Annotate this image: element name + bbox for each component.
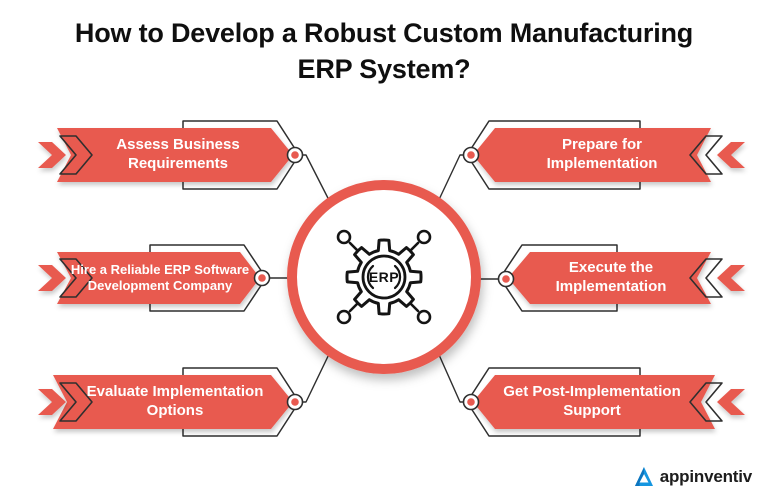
chevron-solid-left-3 xyxy=(38,389,66,415)
connector-line-bottom-left xyxy=(294,347,333,403)
chevron-outline-left-3 xyxy=(59,382,93,422)
ribbon-right-2 xyxy=(508,252,711,304)
chevron-solid-left-2 xyxy=(38,265,66,291)
connector-node-right-1 xyxy=(462,146,480,164)
appinventiv-logo: appinventiv xyxy=(633,466,752,487)
step-label-evaluate-options: Evaluate Implementation Options xyxy=(86,383,264,419)
icon-node-bottom-left xyxy=(336,309,352,325)
ribbon-left-1 xyxy=(57,128,293,182)
chevron-outline-right-1 xyxy=(689,135,723,175)
icon-node-top-right xyxy=(416,229,432,245)
erp-center-label: ERP xyxy=(368,269,400,285)
chevron-outline-left-1 xyxy=(59,135,93,175)
page-title-line-2: ERP System? xyxy=(297,53,471,84)
step-label-prepare-implementation: Prepare for Implementation xyxy=(546,136,658,172)
chevron-solid-right-1 xyxy=(717,142,745,168)
ribbon-left-3 xyxy=(53,375,293,429)
connector-line-bottom-right xyxy=(435,347,472,403)
ribbon-right-1 xyxy=(473,128,711,182)
ribbon-right-3 xyxy=(473,375,715,429)
chevron-solid-right-2 xyxy=(717,265,745,291)
connector-node-right-2 xyxy=(497,270,515,288)
connector-node-left-3 xyxy=(286,393,304,411)
logo-text: appinventiv xyxy=(659,466,752,486)
page-title-line-1: How to Develop a Robust Custom Manufactu… xyxy=(74,18,694,48)
step-label-hire-company: Hire a Reliable ERP Software Development… xyxy=(70,261,250,293)
icon-node-top-left xyxy=(336,229,352,245)
chevron-outline-right-3 xyxy=(689,382,723,422)
page-title: How to Develop a Robust Custom Manufactu… xyxy=(0,16,768,87)
connector-node-left-2 xyxy=(253,269,271,287)
chevron-outline-left-2 xyxy=(59,258,93,298)
step-label-execute-implementation: Execute the Implementation xyxy=(555,259,667,295)
connector-node-right-3 xyxy=(462,393,480,411)
connector-node-left-1 xyxy=(286,146,304,164)
icon-node-bottom-right xyxy=(416,309,432,325)
connector-line-top-right xyxy=(435,154,472,207)
step-label-assess-business: Assess Business Requirements xyxy=(116,136,240,172)
chevron-outline-right-2 xyxy=(689,258,723,298)
erp-gear-network-icon xyxy=(336,229,432,325)
chevron-solid-right-3 xyxy=(717,389,745,415)
erp-paren-right xyxy=(393,264,402,290)
ribbon-left-2 xyxy=(57,252,260,304)
erp-paren-left xyxy=(366,264,375,290)
appinventiv-triangle-icon xyxy=(634,467,653,486)
step-label-post-implementation-support: Get Post-Implementation Support xyxy=(503,383,681,419)
chevron-solid-left-1 xyxy=(38,142,66,168)
connector-line-top-left xyxy=(294,154,333,207)
